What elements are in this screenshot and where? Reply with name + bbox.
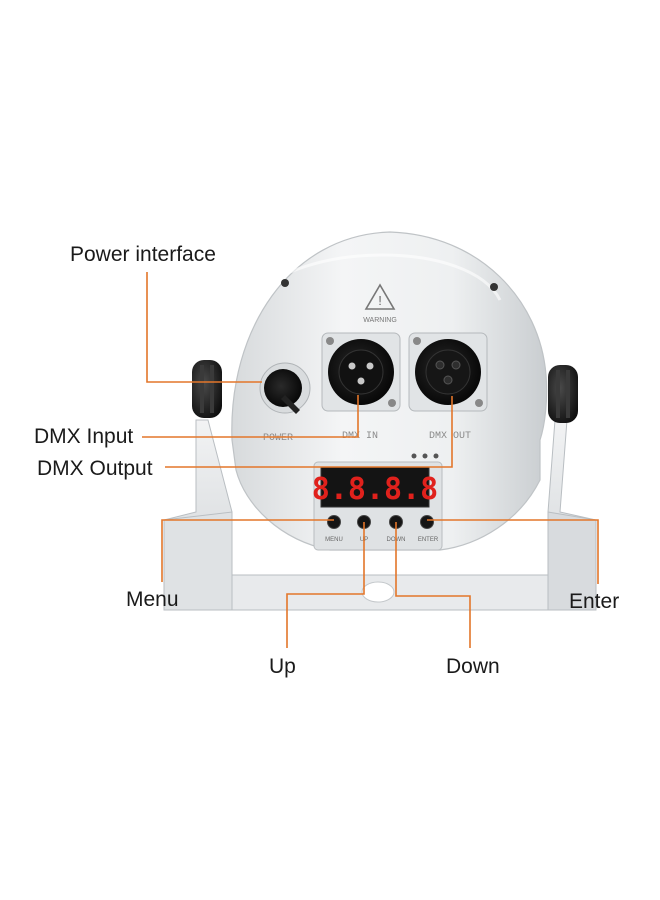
menu-button[interactable] <box>327 515 341 529</box>
dmx-out-port-label: DMX OUT <box>429 431 471 442</box>
display-readout: 8.8.8.8 <box>312 472 438 507</box>
screw <box>281 279 289 287</box>
callout-dmx-input: DMX Input <box>34 425 134 448</box>
dmx-in-connector <box>321 332 401 412</box>
callout-power-interface: Power interface <box>70 243 216 266</box>
warning-icon: ! WARNING <box>363 283 397 324</box>
menu-button-label: MENU <box>325 537 343 543</box>
leader-line-menu <box>161 519 334 582</box>
warning-text: WARNING <box>363 317 397 324</box>
callout-enter: Enter <box>569 590 620 613</box>
bracket-hole <box>361 581 395 603</box>
led-display <box>320 466 430 508</box>
callout-menu: Menu <box>126 588 179 611</box>
leader-line-up <box>286 522 365 648</box>
power-connector <box>259 362 311 414</box>
dmx-in-port-label: DMX IN <box>342 431 378 442</box>
callout-up: Up <box>269 655 296 678</box>
enter-button[interactable] <box>420 515 434 529</box>
control-panel: 8.8.8.8 <box>312 461 443 551</box>
power-port-label: POWER <box>263 433 293 444</box>
leader-line-down <box>395 522 471 648</box>
leader-line-enter <box>427 519 599 584</box>
leader-lines <box>142 272 599 648</box>
mounting-bracket <box>163 419 597 611</box>
status-leds <box>411 453 439 459</box>
svg-text:!: ! <box>378 293 382 308</box>
left-knob <box>192 360 222 418</box>
screw <box>490 283 498 291</box>
enter-button-label: ENTER <box>418 537 439 543</box>
leader-line-power <box>146 272 262 383</box>
right-knob <box>548 365 578 423</box>
leader-line-dmx-input <box>142 395 359 438</box>
dmx-out-connector <box>408 332 488 412</box>
callout-dmx-output: DMX Output <box>37 457 153 480</box>
leader-line-dmx-output <box>165 396 453 468</box>
callout-down: Down <box>446 655 500 678</box>
